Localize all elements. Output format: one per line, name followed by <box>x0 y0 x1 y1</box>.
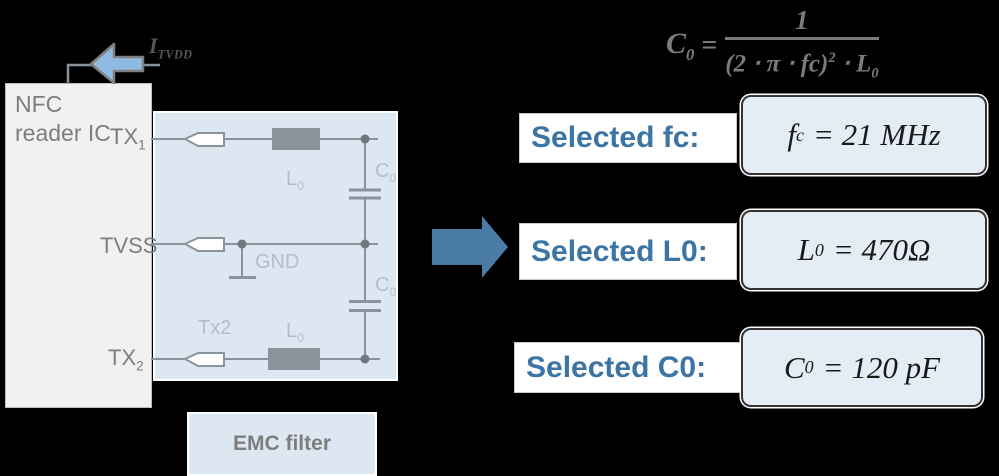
formula-equals: = <box>701 30 718 62</box>
selected-fc-label: Selected fc: <box>519 113 737 163</box>
emc-filter-circuit-panel <box>153 111 398 381</box>
selected-c0-label: Selected C0: <box>514 342 743 393</box>
emc-filter-caption-box: EMC filter <box>187 412 377 476</box>
nfc-reader-ic-box: NFC reader IC TX1 TVSS TX2 <box>5 83 157 408</box>
formula-fraction: 1 (2 ⋅ π ⋅ fc)2 ⋅ L0 <box>725 5 879 88</box>
formula-lhs: C0 <box>666 27 695 65</box>
pin-label-tvss: TVSS <box>100 233 158 258</box>
label-gnd: GND <box>255 251 300 273</box>
fraction-bar <box>725 37 879 40</box>
label-c0-bottom: C0 <box>375 274 397 299</box>
label-c0-top: C0 <box>375 160 397 185</box>
result-arrow-icon <box>432 216 508 278</box>
selected-l0-label: Selected L0: <box>519 223 737 280</box>
nfc-box-title: NFC reader IC <box>15 90 111 148</box>
formula-numerator: 1 <box>795 5 809 35</box>
label-l0-bottom: L0 <box>286 320 305 345</box>
nfc-title-line2: reader IC <box>15 120 111 146</box>
pin-label-tx2: TX2 <box>108 345 144 374</box>
label-l0-top: L0 <box>286 168 305 193</box>
c0-formula: C0 = 1 (2 ⋅ π ⋅ fc)2 ⋅ L0 <box>666 5 879 88</box>
nfc-title-line1: NFC <box>15 91 63 117</box>
label-tx2-trace: Tx2 <box>198 317 232 339</box>
formula-denominator: (2 ⋅ π ⋅ fc)2 ⋅ L0 <box>725 49 879 81</box>
tvdd-current-label: ITVDD <box>149 33 193 62</box>
pin-label-tx1: TX1 <box>110 124 146 153</box>
tvdd-current-arrow-icon <box>89 42 145 85</box>
tvdd-wire <box>66 63 160 84</box>
emc-filter-label: EMC filter <box>232 432 331 455</box>
